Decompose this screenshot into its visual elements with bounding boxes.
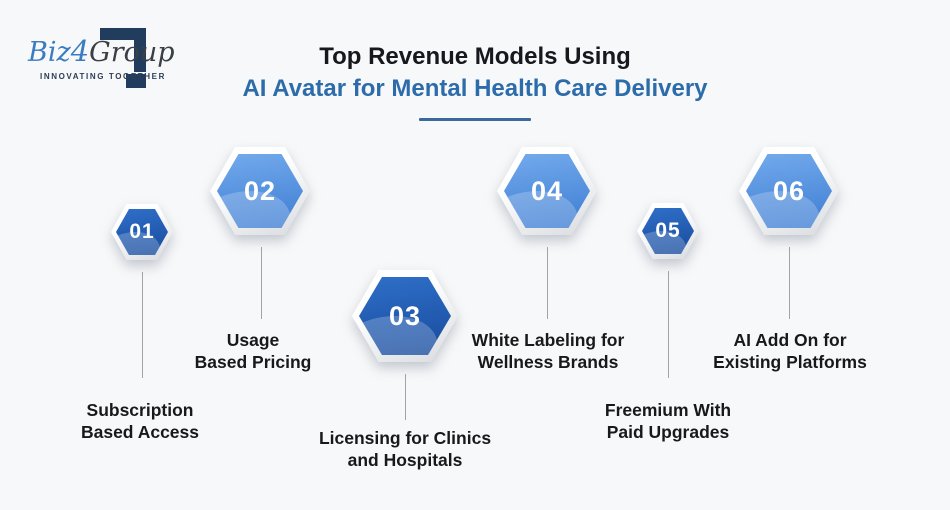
connector-04 (547, 247, 548, 319)
title-line-2: AI Avatar for Mental Health Care Deliver… (242, 75, 708, 102)
page-title: Top Revenue Models Using AI Avatar for M… (0, 42, 950, 121)
logo-brand-digit: 4 (70, 34, 90, 68)
title-line-1: Top Revenue Models Using (319, 43, 631, 70)
hexagon-05: 05 (637, 203, 699, 259)
hexagon-01-border: 01 (111, 204, 173, 260)
hexagon-03-number: 03 (388, 300, 422, 331)
hexagon-02: 02 (210, 147, 310, 235)
connector-06 (789, 247, 790, 319)
connector-02 (261, 247, 262, 319)
logo-tagline: INNOVATING TOGETHER (40, 72, 166, 81)
hexagon-02-face: 02 (217, 154, 303, 228)
title-underline (419, 118, 531, 121)
hexagon-05-face: 05 (642, 208, 694, 254)
label-03: Licensing for Clinics and Hospitals (318, 428, 492, 470)
hexagon-04-face: 04 (504, 154, 590, 228)
logo-brand-text: Biz4Group (28, 37, 175, 68)
label-02: Usage Based Pricing (194, 330, 312, 372)
logo-brand-prefix: Biz (28, 37, 71, 68)
hexagon-04-border: 04 (497, 147, 597, 235)
hexagon-01: 01 (111, 204, 173, 260)
hexagon-02-number: 02 (243, 175, 277, 206)
hexagon-04: 04 (497, 147, 597, 235)
hexagon-02-border: 02 (210, 147, 310, 235)
hexagon-01-number: 01 (129, 220, 155, 243)
hexagon-06-number: 06 (772, 175, 806, 206)
logo-bracket-icon (100, 28, 146, 88)
hexagon-05-number: 05 (655, 219, 681, 242)
hexagon-06-border: 06 (739, 147, 839, 235)
label-04: White Labeling for Wellness Brands (471, 330, 625, 372)
hexagon-01-face: 01 (116, 209, 168, 255)
connector-03 (405, 374, 406, 420)
connector-01 (142, 272, 143, 378)
hexagon-06: 06 (739, 147, 839, 235)
label-01: Subscription Based Access (80, 400, 200, 442)
hexagon-03-face: 03 (359, 277, 451, 355)
connector-05 (668, 271, 669, 378)
label-05: Freemium With Paid Upgrades (604, 400, 732, 442)
label-06: AI Add On for Existing Platforms (713, 330, 867, 372)
hexagon-05-border: 05 (637, 203, 699, 259)
hexagon-03: 03 (352, 270, 458, 362)
hexagon-06-face: 06 (746, 154, 832, 228)
biz4group-logo: Biz4Group INNOVATING TOGETHER (28, 16, 188, 94)
logo-brand-suffix: Group (89, 37, 175, 68)
hexagon-04-number: 04 (530, 175, 564, 206)
